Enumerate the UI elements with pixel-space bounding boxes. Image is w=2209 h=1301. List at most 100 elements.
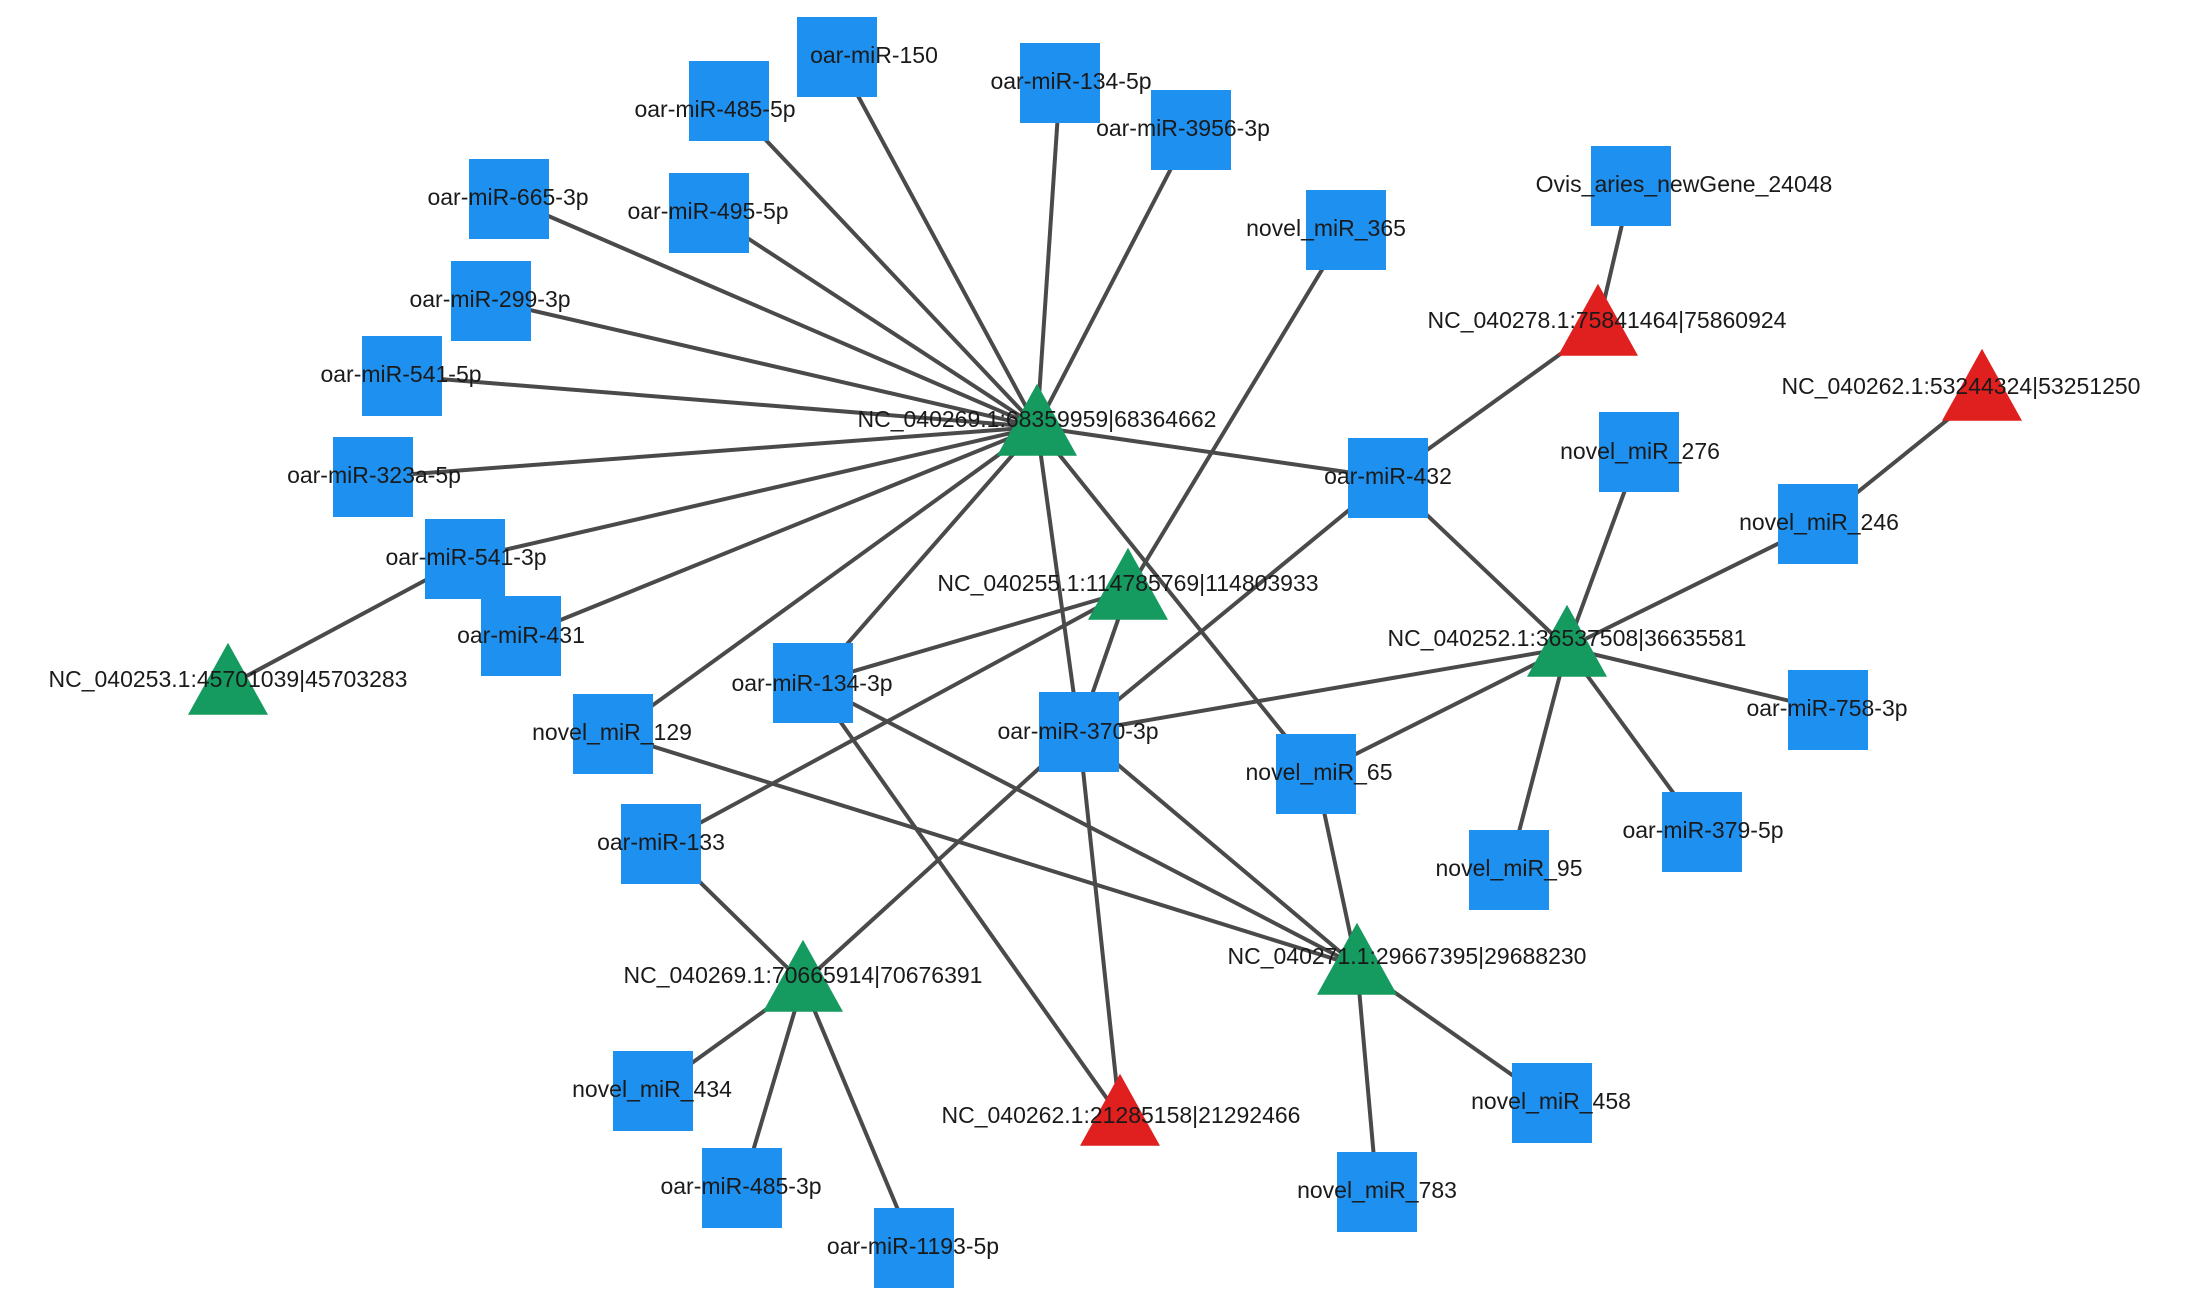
edge-hub269a-m134_5p xyxy=(1035,82,1062,428)
node-label-n434: novel_miR_434 xyxy=(572,1076,732,1102)
circrna-node-c255[interactable] xyxy=(1088,547,1168,620)
mirna-node-m485_5p[interactable] xyxy=(689,61,769,141)
edge-m370-c269b xyxy=(801,730,1081,985)
mirna-node-n246[interactable] xyxy=(1778,484,1858,564)
edge-hub269a-n65 xyxy=(1035,425,1318,776)
circrna-node-c262b[interactable] xyxy=(1080,1073,1160,1146)
node-label-n129: novel_miR_129 xyxy=(532,719,692,745)
mirna-node-n365[interactable] xyxy=(1306,190,1386,270)
node-label-m134_3p: oar-miR-134-3p xyxy=(731,670,892,696)
edge-c252-m758 xyxy=(1566,646,1829,712)
node-label-m432: oar-miR-432 xyxy=(1324,463,1452,489)
mirna-node-m323a[interactable] xyxy=(333,437,413,517)
node-label-m1193: oar-miR-1193-5p xyxy=(827,1233,999,1259)
edge-hub269a-n129 xyxy=(611,425,1039,736)
circrna-node-c262a[interactable] xyxy=(1942,348,2022,421)
node-label-c271: NC_040271.1:29667395|29688230 xyxy=(1228,943,1587,969)
node-label-m485_3p: oar-miR-485-3p xyxy=(660,1173,821,1199)
circrna-node-c271[interactable] xyxy=(1317,922,1397,995)
circrna-node-c278[interactable] xyxy=(1558,283,1638,356)
mirna-node-m1193[interactable] xyxy=(874,1208,954,1288)
node-label-n246: novel_miR_246 xyxy=(1739,509,1899,535)
edge-hub269a-m541_5p xyxy=(401,374,1038,429)
node-label-newgene: Ovis_aries_newGene_24048 xyxy=(1536,171,1833,197)
mirna-node-n129[interactable] xyxy=(573,694,653,774)
mirna-node-m370[interactable] xyxy=(1039,692,1119,772)
node-label-hub269a: NC_040269.1:68359959|68364662 xyxy=(858,406,1217,432)
node-label-m495: oar-miR-495-5p xyxy=(627,198,788,224)
mirna-node-m432[interactable] xyxy=(1348,438,1428,518)
mirna-node-m431[interactable] xyxy=(481,596,561,676)
edge-m134_3p-c271 xyxy=(812,681,1358,968)
edge-hub269a-m495 xyxy=(707,211,1039,429)
node-label-c269b: NC_040269.1:70665914|70676391 xyxy=(624,962,983,988)
edge-hub269a-m299 xyxy=(490,299,1038,429)
node-label-c262a: NC_040262.1:53244324|53251250 xyxy=(1782,373,2141,399)
nodes-layer xyxy=(188,17,2022,1288)
node-label-m299: oar-miR-299-3p xyxy=(409,286,570,312)
node-label-m323a: oar-miR-323a-5p xyxy=(287,462,461,488)
circrna-node-c252[interactable] xyxy=(1527,604,1607,677)
labels-layer: oar-miR-150oar-miR-485-5poar-miR-134-5po… xyxy=(49,42,2141,1259)
edge-m134_3p-c262b xyxy=(811,681,1122,1119)
edge-hub269a-m134_3p xyxy=(811,425,1039,685)
node-label-m665: oar-miR-665-3p xyxy=(427,184,588,210)
edge-n365-c255 xyxy=(1126,228,1348,593)
node-label-n458: novel_miR_458 xyxy=(1471,1088,1631,1114)
node-label-m758: oar-miR-758-3p xyxy=(1746,695,1907,721)
mirna-node-m758[interactable] xyxy=(1788,670,1868,750)
mirna-node-n65[interactable] xyxy=(1276,734,1356,814)
mirna-node-m379[interactable] xyxy=(1662,792,1742,872)
edge-c269b-m1193 xyxy=(801,982,916,1249)
node-label-m150: oar-miR-150 xyxy=(810,42,938,68)
node-label-m431: oar-miR-431 xyxy=(457,622,585,648)
edge-hub269a-m3956 xyxy=(1035,129,1193,428)
node-label-m541_3p: oar-miR-541-3p xyxy=(385,544,546,570)
node-label-m379: oar-miR-379-5p xyxy=(1622,817,1783,843)
mirna-node-m134_5p[interactable] xyxy=(1020,43,1100,123)
edge-hub269a-m665 xyxy=(508,197,1038,429)
edge-m370-c262b xyxy=(1077,731,1122,1118)
edge-c255-m134_3p xyxy=(812,589,1129,685)
mirna-node-n434[interactable] xyxy=(613,1051,693,1131)
node-label-c278: NC_040278.1:75841464|75860924 xyxy=(1428,307,1787,333)
edge-hub269a-m431 xyxy=(520,425,1038,638)
node-label-m3956: oar-miR-3956-3p xyxy=(1096,115,1270,141)
node-label-n95: novel_miR_95 xyxy=(1435,855,1582,881)
node-label-n276: novel_miR_276 xyxy=(1560,438,1720,464)
mirna-node-m541_5p[interactable] xyxy=(362,336,442,416)
edge-hub269a-m323a xyxy=(372,425,1038,479)
edge-hub269a-m370 xyxy=(1035,426,1081,733)
mirna-node-m134_3p[interactable] xyxy=(773,643,853,723)
mirna-node-m485_3p[interactable] xyxy=(702,1148,782,1228)
mirna-node-n458[interactable] xyxy=(1512,1063,1592,1143)
circrna-node-c269b[interactable] xyxy=(763,939,843,1012)
edge-n129-c271 xyxy=(612,732,1358,968)
mirna-node-n783[interactable] xyxy=(1337,1152,1417,1232)
edge-m432-m370 xyxy=(1077,476,1390,734)
mirna-node-n276[interactable] xyxy=(1599,412,1679,492)
mirna-node-newgene[interactable] xyxy=(1591,146,1671,226)
node-label-m133: oar-miR-133 xyxy=(597,829,725,855)
mirna-node-m541_3p[interactable] xyxy=(425,519,505,599)
mirna-node-m3956[interactable] xyxy=(1151,90,1231,170)
edge-hub269a-m541_3p xyxy=(464,425,1038,561)
circrna-node-hub269a[interactable] xyxy=(997,383,1077,456)
mirna-node-m665[interactable] xyxy=(469,159,549,239)
edge-hub269a-m485_5p xyxy=(727,99,1039,429)
mirna-node-m299[interactable] xyxy=(451,261,531,341)
node-label-c252: NC_040252.1:36537508|36635581 xyxy=(1388,625,1747,651)
edge-c252-n65 xyxy=(1315,646,1568,776)
node-label-c262b: NC_040262.1:21285158|21292466 xyxy=(942,1102,1301,1128)
circrna-node-c253[interactable] xyxy=(188,642,268,715)
mirna-node-n95[interactable] xyxy=(1469,830,1549,910)
node-label-m370: oar-miR-370-3p xyxy=(997,718,1158,744)
edge-c252-n246 xyxy=(1566,522,1819,650)
edge-hub269a-m150 xyxy=(835,56,1039,428)
mirna-node-m150[interactable] xyxy=(797,17,877,97)
mirna-node-m133[interactable] xyxy=(621,804,701,884)
edge-c255-m133 xyxy=(660,589,1129,846)
mirna-node-m495[interactable] xyxy=(669,173,749,253)
